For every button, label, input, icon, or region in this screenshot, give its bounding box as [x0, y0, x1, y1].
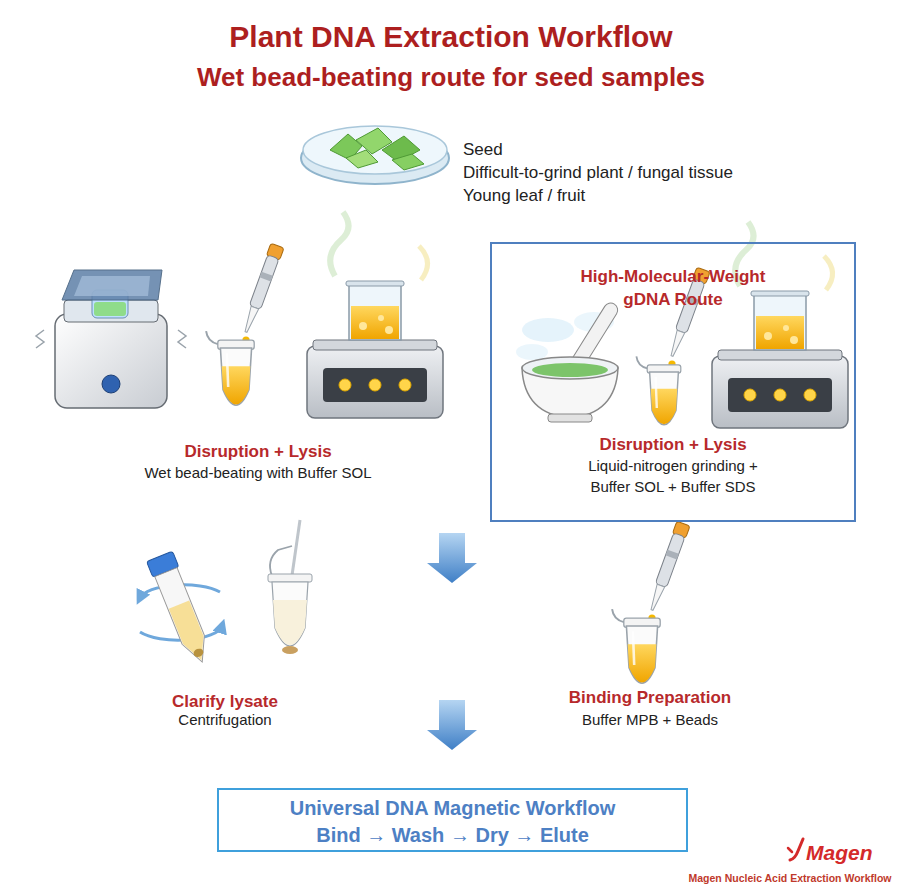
petri-dish-part [392, 154, 424, 170]
mortar-pestle [516, 300, 620, 422]
clarified-tube-part [270, 546, 292, 576]
illustration-layer-part [612, 609, 660, 683]
step-detail: Wet bead-beating with Buffer SOL [98, 464, 418, 482]
illustration-layer-part [307, 212, 443, 418]
step-detail: Centrifugation [95, 711, 355, 729]
brand-mark [788, 839, 803, 860]
bead-beater-part [102, 375, 120, 393]
bead-beater-part [55, 314, 167, 408]
bead-beater-part [178, 330, 186, 348]
diagram-title: Plant DNA Extraction Workflow [21, 19, 881, 55]
box-text: Liquid-nitrogen grinding + Buffer SOL + … [581, 455, 765, 497]
clarified-tube-part [272, 582, 308, 646]
illustration-layer-part [239, 243, 284, 343]
bead-beater-part [62, 270, 162, 300]
step-title: Disruption + Lysis [98, 442, 418, 462]
bead-beater-part [64, 300, 158, 322]
illustration-layer-part [427, 533, 477, 583]
brand-mark-part [790, 839, 803, 860]
process-box: Universal DNA Magnetic WorkflowBind → Wa… [217, 788, 688, 852]
sample-type: Difficult-to-grind plant / fungal tissue [463, 163, 733, 183]
clarified-tube-part [273, 600, 307, 645]
brand-logo: Magen [806, 840, 873, 865]
centrifuge-tube-part-part [192, 647, 204, 658]
box-text: Bind → Wash → Dry → Elute [233, 823, 673, 847]
centrifuge-tube-part-part [169, 600, 212, 664]
brand-mark-part [788, 848, 792, 852]
bead-beater-part [94, 302, 126, 316]
step-title: Clarify lysate [95, 692, 355, 712]
route-box: High-Molecular-Weight gDNA RouteDisrupti… [490, 242, 856, 522]
subtitle: Wet bead-beating route for seed samples [21, 62, 881, 93]
mortar-pestle-part [532, 363, 608, 377]
box-text: Disruption + Lysis [523, 435, 823, 455]
illustration-layer-part [427, 700, 477, 750]
petri-dish-part [346, 150, 378, 168]
step-title: Binding Preparation [520, 688, 780, 708]
centrifuge-tube-part-part [155, 568, 214, 667]
brand-tagline: Magen Nucleic Acid Extraction Workflow [675, 872, 902, 885]
petri-dish [301, 126, 449, 184]
illustration-layer-part [636, 356, 680, 424]
clarified-tube [268, 520, 312, 654]
bead-beater [36, 270, 186, 408]
clarified-tube-part [282, 646, 298, 654]
petri-dish-part [303, 126, 447, 174]
mortar-pestle-part [516, 344, 548, 360]
sample-type: Seed [463, 140, 503, 160]
illustration-layer-part [206, 331, 254, 405]
bead-beater-part [36, 330, 44, 348]
bead-beater-part [74, 276, 150, 296]
sample-type: Young leaf / fruit [463, 186, 585, 206]
mortar-pestle-part [522, 318, 574, 342]
box-heading: High-Molecular-Weight gDNA Route [568, 265, 778, 311]
clarified-tube-part [268, 574, 312, 582]
mortar-pestle-part [548, 414, 592, 422]
step-detail: Buffer MPB + Beads [520, 711, 780, 729]
mortar-pestle-part [522, 357, 618, 379]
illustration-layer-part [645, 521, 690, 621]
box-heading: Universal DNA Magnetic Workflow [233, 796, 673, 820]
centrifuge-tube-part [147, 551, 216, 667]
illustration-layer-part [712, 222, 848, 428]
centrifuge-tube [140, 551, 222, 667]
